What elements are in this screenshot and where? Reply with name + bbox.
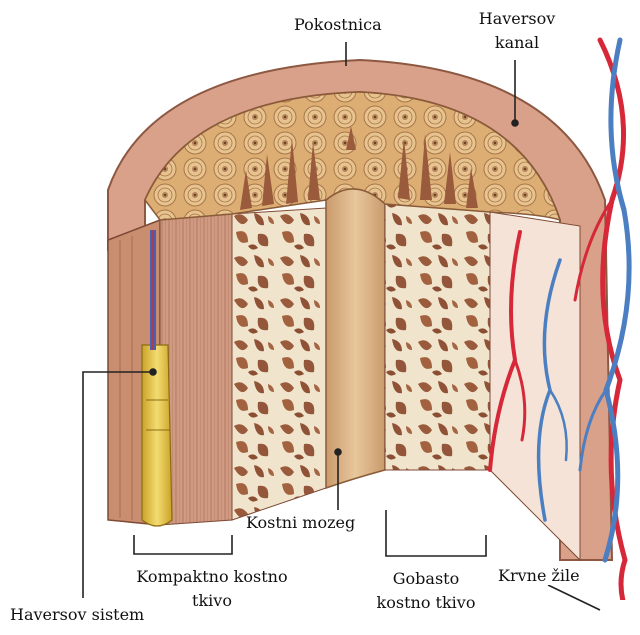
- blood-vessels-outer-top: [600, 40, 624, 210]
- label-haversian-system: Haversov sistem: [10, 606, 144, 624]
- label-haversian-canal-line2: kanal: [462, 34, 572, 52]
- spongy-bone-right: [385, 204, 490, 470]
- label-spongy-bone: Gobasto kostno tkivo: [356, 570, 496, 612]
- label-bone-marrow: Kostni mozeg: [246, 514, 355, 532]
- label-haversian-canal-line1: Haversov: [462, 10, 572, 28]
- label-compact-line1: Kompaktno kostno: [112, 568, 312, 586]
- right-inner-region: [490, 212, 580, 560]
- label-spongy-line1: Gobasto: [356, 570, 496, 588]
- label-blood-vessels: Krvne žile: [496, 567, 582, 585]
- label-spongy-line2: kostno tkivo: [356, 594, 496, 612]
- spongy-bone-left: [232, 208, 326, 520]
- label-compact-bone: Kompaktno kostno tkivo: [112, 568, 312, 610]
- label-periosteum: Pokostnica: [294, 16, 382, 34]
- label-haversian-canal: Haversov kanal: [462, 10, 572, 52]
- marrow-cavity: [326, 188, 385, 488]
